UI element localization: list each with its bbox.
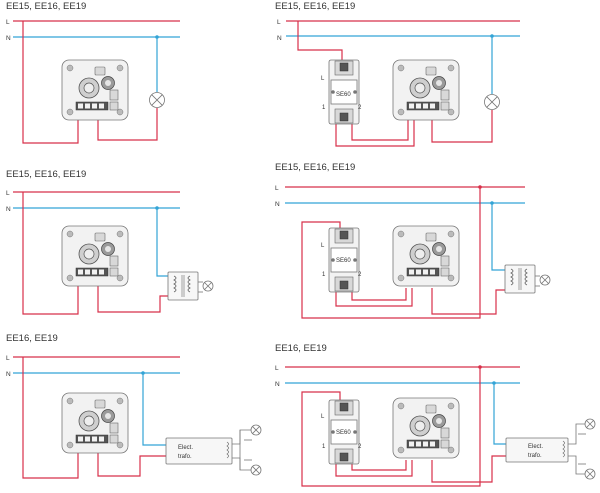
live-wire xyxy=(22,357,79,479)
live-label: L xyxy=(6,19,10,26)
live-wire xyxy=(22,192,79,315)
load-wire xyxy=(431,288,505,315)
traveller-wire-1 xyxy=(335,118,415,147)
traveller-wire-2 xyxy=(351,460,407,471)
live-label: L xyxy=(275,365,279,372)
panel-caption: EE15, EE16, EE19 xyxy=(275,1,355,12)
neutral-label: N xyxy=(275,201,280,208)
live-label: L xyxy=(6,355,10,362)
live-wire xyxy=(22,21,79,144)
dimmer-unit xyxy=(392,225,460,287)
load-wire xyxy=(431,455,506,483)
lamp-icon xyxy=(484,94,500,110)
panel-4: EE15, EE16, EE19 L N SE60 L 1 2 xyxy=(275,162,551,319)
trafo-label-1: Elect. xyxy=(528,444,543,450)
switch-terminal-l: L xyxy=(321,243,325,249)
neutral-label: N xyxy=(6,35,11,42)
dimmer-unit xyxy=(61,392,129,454)
switch-terminal-2: 2 xyxy=(358,105,362,111)
live-label: L xyxy=(275,185,279,192)
switch-label: SE60 xyxy=(336,92,351,98)
lamp-icon xyxy=(149,92,165,108)
elect-trafo-box xyxy=(505,437,569,463)
switch-terminal-2: 2 xyxy=(358,444,362,450)
neutral-wire xyxy=(491,203,505,271)
traveller-wire-1 xyxy=(335,288,413,307)
neutral-wire xyxy=(142,373,166,446)
lamp-icon xyxy=(250,464,262,476)
switch-terminal-l: L xyxy=(321,76,325,82)
lamp-icon xyxy=(250,424,262,436)
elect-trafo-box xyxy=(165,437,233,465)
panel-3: EE15, EE16, EE19 L N xyxy=(6,169,214,315)
load-wire xyxy=(97,450,166,477)
load-wire xyxy=(97,283,168,313)
neutral-wire xyxy=(493,383,506,445)
live-wire xyxy=(301,187,481,319)
lamp-icon xyxy=(202,280,214,292)
neutral-label: N xyxy=(6,371,11,378)
panel-caption: EE15, EE16, EE19 xyxy=(6,169,86,180)
trafo-label-1: Elect. xyxy=(178,445,193,451)
trafo-label-2: trafo. xyxy=(178,454,192,460)
live-label: L xyxy=(6,190,10,197)
panel-6: EE16, EE19 L N SE60 L 1 2 Elect. trafo. xyxy=(275,343,596,487)
load-wire xyxy=(431,110,493,143)
dimmer-unit xyxy=(392,397,460,459)
lamp-icon xyxy=(584,468,596,480)
transformer-icon xyxy=(504,264,536,294)
load-wire xyxy=(97,108,158,141)
transformer-icon xyxy=(167,271,199,301)
dimmer-unit xyxy=(61,59,129,121)
switch-terminal-1: 1 xyxy=(322,444,326,450)
traveller-wire-1 xyxy=(335,460,413,477)
panel-1: EE15, EE16, EE19 L N xyxy=(6,1,180,144)
traveller-wire-2 xyxy=(351,288,407,301)
lamp-icon xyxy=(539,274,551,286)
switch-terminal-l: L xyxy=(321,414,325,420)
switch-label: SE60 xyxy=(336,430,351,436)
dimmer-unit xyxy=(61,225,129,287)
trafo-label-2: trafo. xyxy=(528,453,542,459)
panel-caption: EE16, EE19 xyxy=(275,343,327,354)
panel-caption: EE16, EE19 xyxy=(6,333,58,344)
live-wire xyxy=(301,367,481,487)
panel-2: EE15, EE16, EE19 L N SE60 L 1 2 xyxy=(275,1,520,147)
panel-caption: EE15, EE16, EE19 xyxy=(275,162,355,173)
panel-caption: EE15, EE16, EE19 xyxy=(6,1,86,12)
neutral-label: N xyxy=(6,206,11,213)
panel-5: EE16, EE19 L N Elect. trafo. xyxy=(6,333,262,479)
switch-label: SE60 xyxy=(336,258,351,264)
dimmer-unit xyxy=(392,59,460,121)
traveller-wire-2 xyxy=(351,118,409,141)
switch-terminal-1: 1 xyxy=(322,105,326,111)
neutral-label: N xyxy=(277,35,282,42)
switch-terminal-1: 1 xyxy=(322,272,326,278)
neutral-label: N xyxy=(275,381,280,388)
switch-terminal-2: 2 xyxy=(358,272,362,278)
live-label: L xyxy=(277,19,281,26)
lamp-icon xyxy=(584,418,596,430)
neutral-wire xyxy=(156,208,168,277)
live-wire xyxy=(297,21,343,62)
